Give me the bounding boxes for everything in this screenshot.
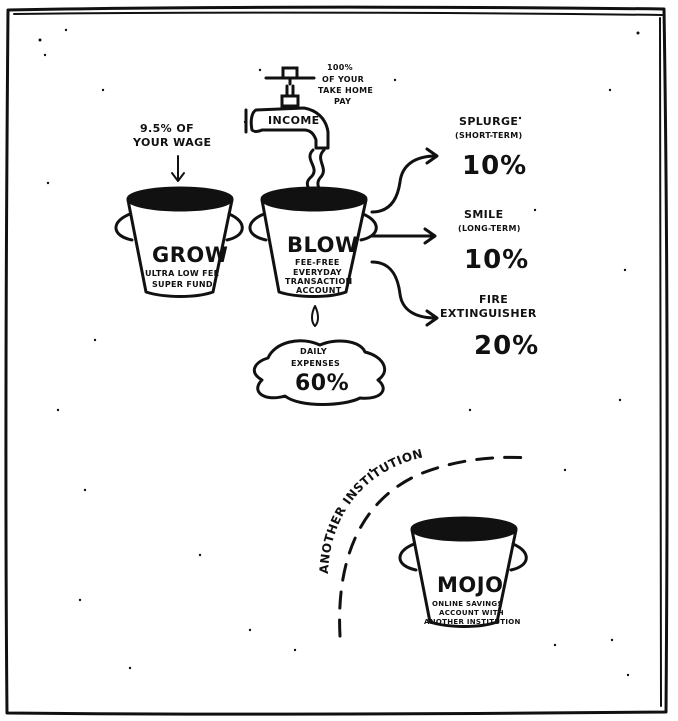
splurge-subtitle: (SHORT-TERM) bbox=[455, 131, 522, 140]
blow-desc-line-4: ACCOUNT bbox=[296, 286, 342, 295]
blow-title: BLOW bbox=[287, 233, 359, 257]
decorative-dots bbox=[38, 28, 640, 677]
blow-desc-line-3: TRANSACTION bbox=[285, 277, 353, 286]
income-note-line-3: TAKE HOME bbox=[318, 86, 373, 95]
income-note-line-1: 100% bbox=[327, 63, 353, 72]
fire-allocation: FIRE EXTINGUISHER 20% bbox=[440, 293, 539, 361]
splurge-allocation: SPLURGE (SHORT-TERM) 10% bbox=[455, 115, 527, 181]
grow-bucket: GROW ULTRA LOW FEE SUPER FUND bbox=[114, 186, 244, 298]
daily-line-1: DAILY bbox=[300, 347, 327, 356]
fire-title-line-2: EXTINGUISHER bbox=[440, 307, 537, 320]
splurge-percent: 10% bbox=[462, 151, 527, 181]
income-tap: INCOME bbox=[244, 66, 330, 208]
tap-label: INCOME bbox=[268, 114, 320, 127]
another-institution-text: ANOTHER INSTITUTION bbox=[317, 446, 424, 574]
split-arrows bbox=[370, 147, 439, 327]
daily-line-2: EXPENSES bbox=[291, 359, 340, 368]
daily-percent: 60% bbox=[295, 371, 349, 396]
income-note-line-4: PAY bbox=[334, 97, 351, 106]
grow-desc-line-2: SUPER FUND bbox=[152, 280, 213, 289]
grow-note-line-2: YOUR WAGE bbox=[132, 136, 211, 149]
smile-subtitle: (LONG-TERM) bbox=[458, 224, 521, 233]
splurge-title: SPLURGE bbox=[459, 115, 518, 128]
grow-title: GROW bbox=[152, 243, 228, 267]
fire-percent: 20% bbox=[474, 331, 539, 361]
another-institution-label: ANOTHER INSTITUTION bbox=[317, 446, 424, 574]
grow-note-line-1: 9.5% OF bbox=[140, 122, 194, 135]
blow-desc-line-2: EVERYDAY bbox=[293, 268, 342, 277]
mojo-desc-line-2: ACCOUNT WITH bbox=[439, 609, 504, 617]
mojo-title: MOJO bbox=[437, 573, 503, 597]
mojo-desc-line-3: ANOTHER INSTITUTION bbox=[424, 618, 521, 626]
mojo-desc-line-1: ONLINE SAVINGS bbox=[432, 600, 503, 608]
smile-percent: 10% bbox=[464, 245, 529, 275]
smile-title: SMILE bbox=[464, 208, 504, 221]
fire-title-line-1: FIRE bbox=[479, 293, 508, 306]
income-note: 100% OF YOUR TAKE HOME PAY bbox=[318, 63, 373, 106]
daily-expenses-puddle: DAILY EXPENSES 60% bbox=[252, 305, 387, 406]
smile-allocation: SMILE (LONG-TERM) 10% bbox=[458, 208, 529, 275]
grow-desc-line-1: ULTRA LOW FEE bbox=[145, 269, 219, 278]
blow-bucket: BLOW FEE-FREE EVERYDAY TRANSACTION ACCOU… bbox=[248, 186, 378, 298]
grow-note: 9.5% OF YOUR WAGE bbox=[132, 122, 211, 182]
blow-desc-line-1: FEE-FREE bbox=[295, 258, 340, 267]
mojo-bucket: MOJO ONLINE SAVINGS ACCOUNT WITH ANOTHER… bbox=[398, 516, 528, 628]
income-note-line-2: OF YOUR bbox=[322, 75, 364, 84]
